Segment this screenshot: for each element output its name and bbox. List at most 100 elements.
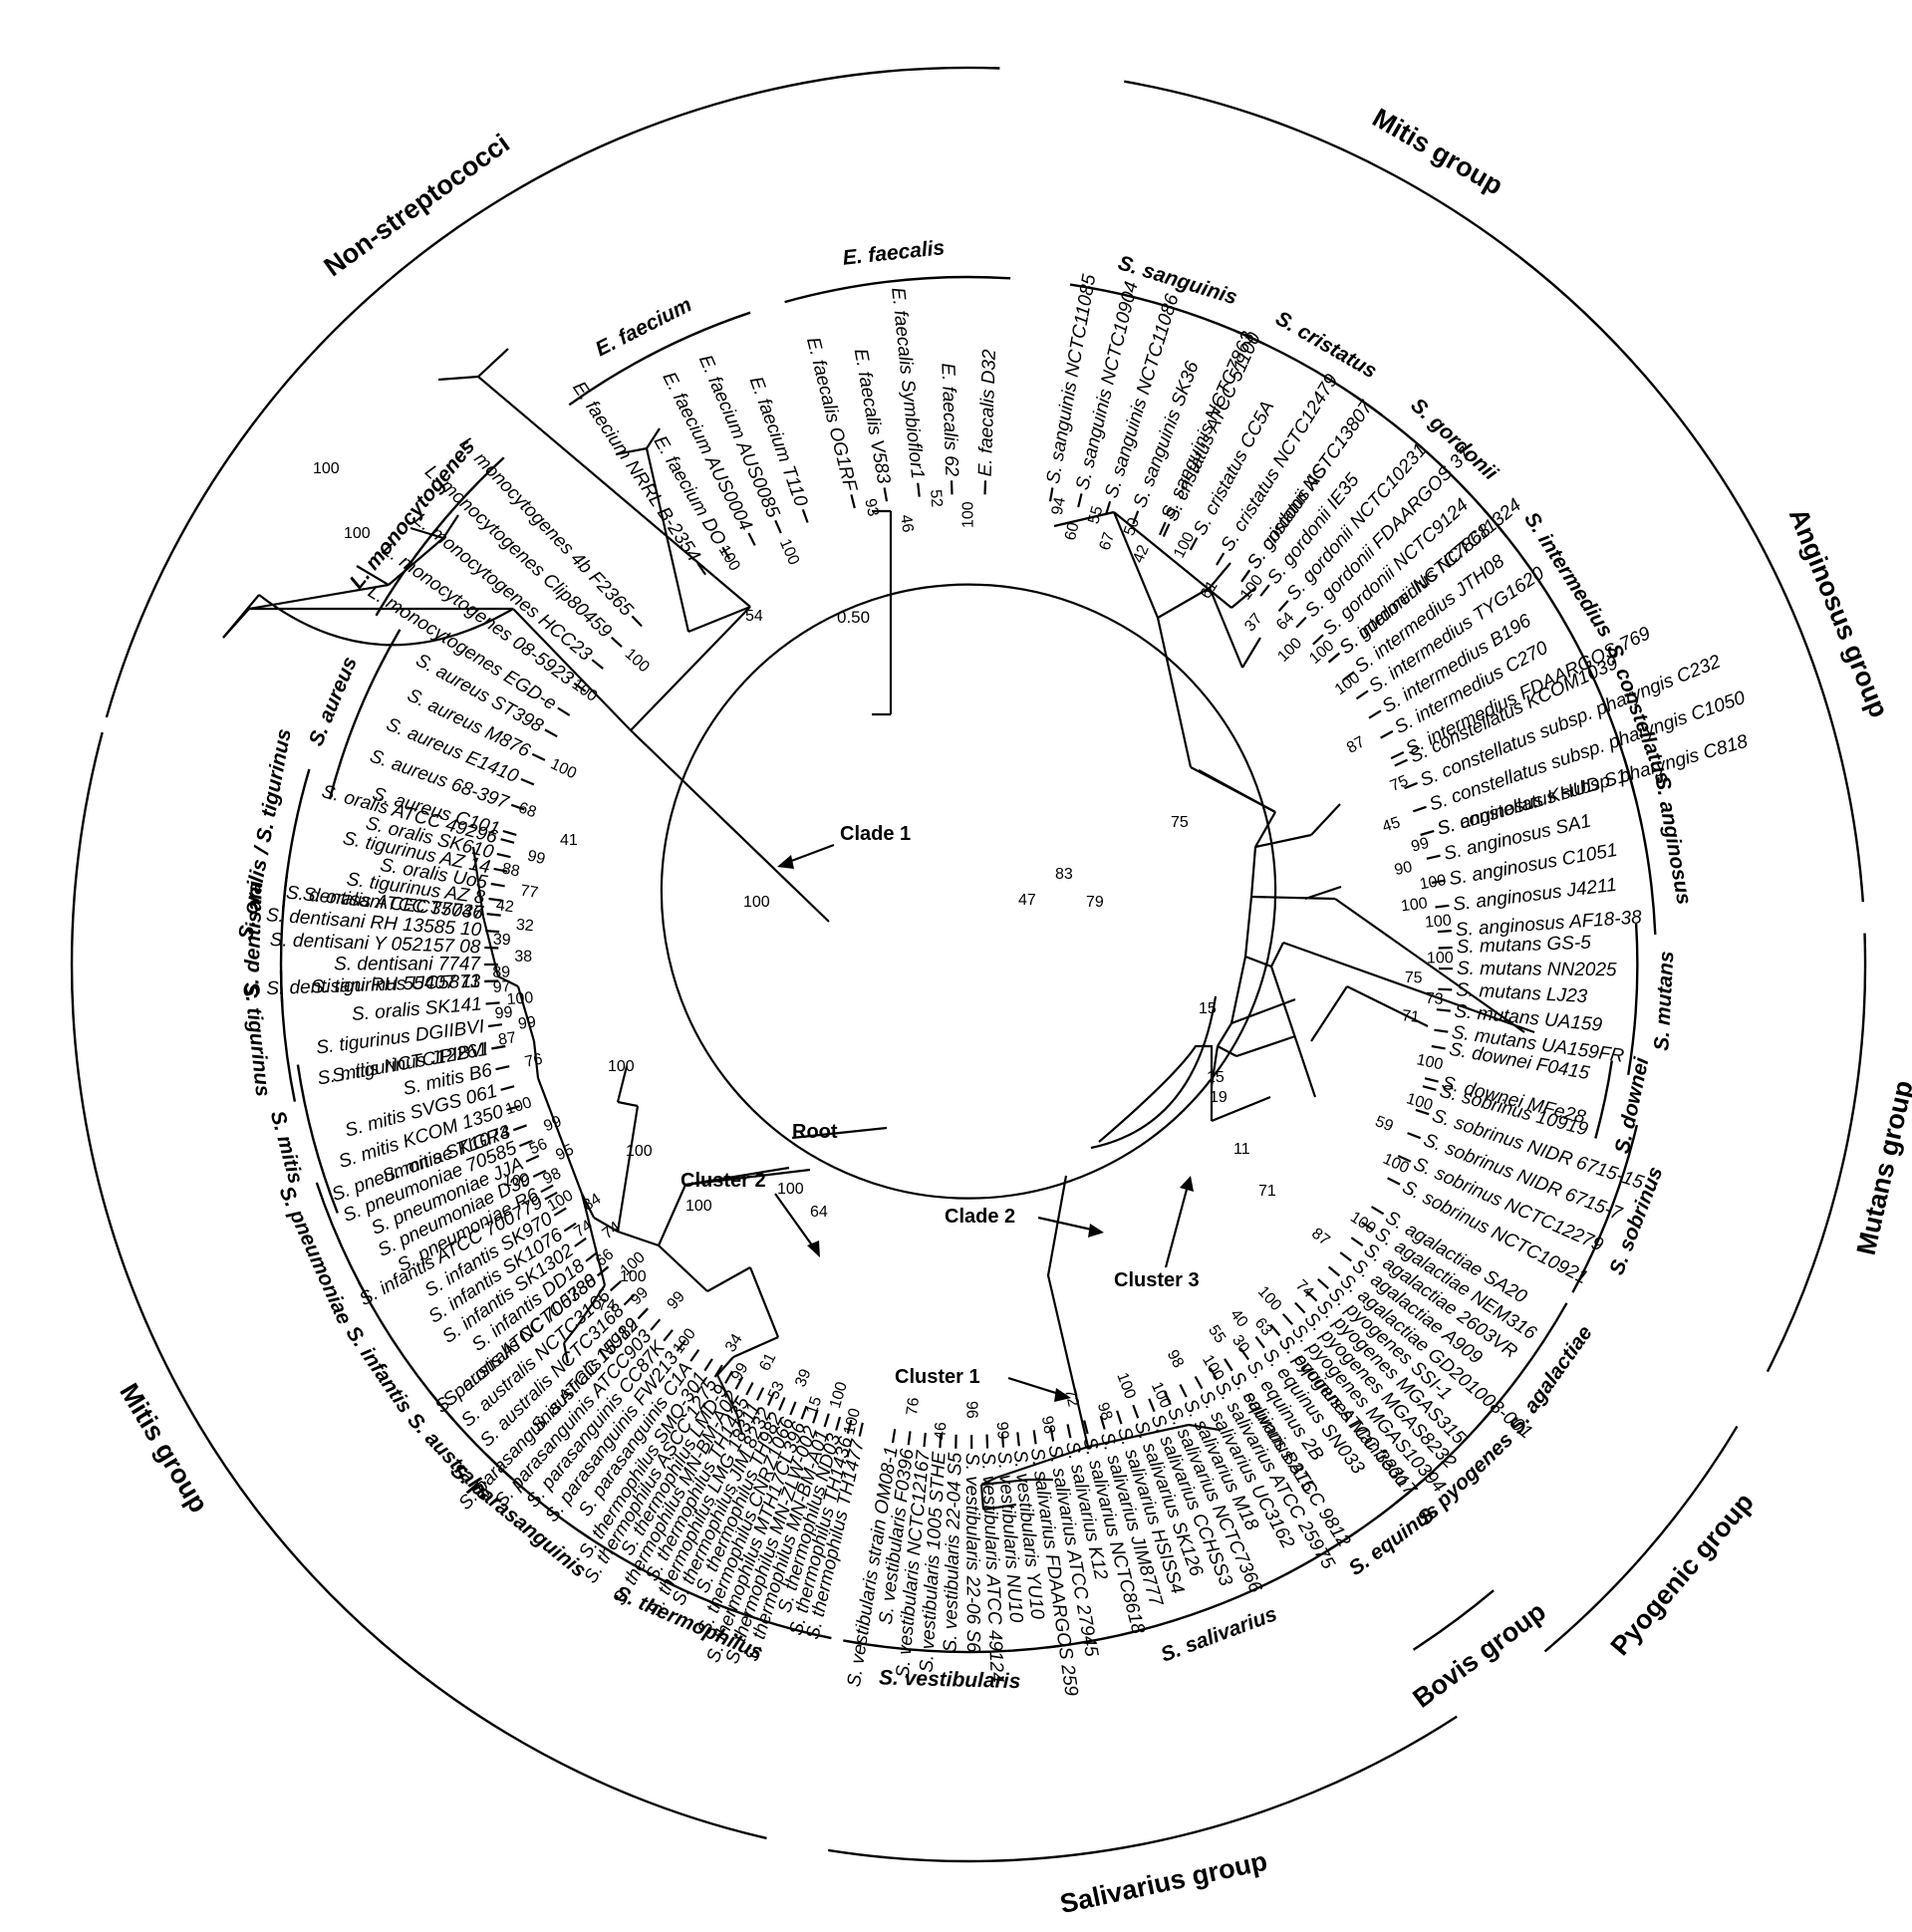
leaf-branch [493, 867, 508, 873]
internal-support-value: 100 [743, 894, 770, 911]
leaf-branch [484, 946, 499, 950]
clade-name-e-faecium: E. faecium [592, 293, 695, 361]
leaf-branch [1438, 946, 1453, 950]
internal-support-value: 100 [620, 1268, 647, 1285]
leaf-branch [1438, 987, 1453, 991]
leaf-branch [1016, 1432, 1020, 1447]
support-value: 38 [514, 949, 532, 966]
clade-arc [296, 1064, 339, 1214]
cluster3-label: Cluster 3 [1114, 1269, 1200, 1291]
clade-name-s-equinus: S. equinus [1345, 1499, 1444, 1580]
leaf-branch [1368, 709, 1382, 719]
support-value: 98 [1164, 1347, 1187, 1371]
leaf-branch [553, 1207, 567, 1217]
support-value: 63 [1251, 1315, 1275, 1340]
support-value: 84 [580, 1191, 604, 1215]
cluster3-arrowhead [1180, 1176, 1194, 1192]
leaf-branch [950, 480, 954, 495]
clade-arc [843, 1639, 1059, 1654]
group-name-mitis-group: Mitis group [114, 1378, 214, 1518]
leaf-branch [506, 1104, 521, 1112]
leaf-branch [502, 829, 517, 836]
leaf-branch [495, 1065, 510, 1071]
leaf-label: S. vestibularis 22-06 S6 [961, 1453, 983, 1653]
leaf-branch [1132, 1404, 1140, 1419]
leaf-branch [1434, 1028, 1449, 1033]
leaf-branch [1412, 805, 1427, 813]
leaf-branch [766, 1392, 775, 1406]
leaf-branch [1077, 493, 1083, 508]
leaf-branch [939, 1434, 943, 1449]
leaf-branch [1281, 1313, 1294, 1325]
support-value: 95 [553, 1141, 576, 1164]
leaf-branch [1000, 1433, 1005, 1448]
clade-name-e-faecalis: E. faecalis [842, 236, 947, 270]
leaf-branch [591, 659, 604, 670]
cluster2-arrow [774, 1193, 816, 1250]
support-value: 99 [993, 1421, 1011, 1440]
support-value: 100 [548, 755, 580, 782]
support-value: 76 [523, 1050, 544, 1070]
cluster2-arrowhead [807, 1241, 820, 1257]
leaf-branch [1420, 829, 1435, 836]
leaf-branch [985, 1434, 989, 1449]
leaf-branch [1048, 487, 1054, 502]
leaf-branch [500, 1085, 515, 1091]
leaf-branch [812, 1409, 819, 1424]
leaf-branch [1158, 521, 1167, 536]
support-value: 99 [494, 1004, 514, 1023]
group-name-salivarius-group: Salivarius group [1057, 1846, 1269, 1919]
leaf-branch [563, 1222, 577, 1233]
leaf-branch [1240, 569, 1251, 583]
support-value: 88 [500, 860, 521, 880]
leaf-branch [1312, 634, 1324, 646]
leaf-branch [1422, 1085, 1437, 1091]
leaf-branch [500, 838, 515, 844]
support-value: 100 [1400, 895, 1429, 915]
clade-arc [1594, 1060, 1613, 1139]
clade-name-s-infantis: S. infantis [341, 1322, 416, 1418]
leaf-branch [1387, 1177, 1401, 1186]
group-arc [828, 1715, 1458, 1863]
leaf-branch [835, 1416, 842, 1431]
leaf-branch [917, 482, 921, 497]
leaf-branch [490, 882, 505, 888]
support-value: 87 [497, 1029, 517, 1049]
leaf-branch [512, 1124, 527, 1132]
leaf-branch [1194, 1375, 1204, 1390]
internal-support-value: 100 [626, 1143, 653, 1160]
support-value: 32 [515, 917, 534, 935]
support-value: 40 [1227, 1306, 1250, 1331]
cluster1-arrow [1007, 1376, 1063, 1397]
support-value: 50 [1121, 515, 1143, 538]
leaf-branch [703, 1358, 713, 1372]
clade-name-s-mitis: S. mitis [266, 1108, 308, 1186]
leaf-branch [1404, 781, 1419, 790]
leaf-branch [1224, 1358, 1233, 1372]
support-value: 72 [1061, 1387, 1082, 1408]
annotations: Root Clade 1 Clade 2 Cluster 2 Cluster 3… [681, 823, 1200, 1402]
support-value: 68 [516, 799, 539, 821]
support-value: 99 [541, 1113, 564, 1135]
clade1-arrowhead [777, 855, 794, 869]
internal-support-value: 75 [1171, 814, 1189, 831]
leaf-branch [1342, 671, 1355, 682]
support-value: 99 [665, 1288, 689, 1313]
leaf-branch [623, 1294, 636, 1306]
leaf-branch [689, 1348, 700, 1362]
support-value: 100 [1254, 1283, 1285, 1314]
leaf-branch [696, 562, 707, 576]
group-name-anginosus-group: Anginosus group [1783, 504, 1895, 721]
support-value: 46 [932, 1422, 950, 1441]
support-value: 99 [628, 1284, 653, 1309]
leaf-branch [1148, 1398, 1156, 1413]
group-name-pyogenic-group: Pyogenic group [1605, 1487, 1760, 1661]
clade-arc [784, 275, 1011, 304]
leaf-branch [734, 1376, 744, 1390]
leaf-label: E. faecalis 62 [937, 363, 961, 477]
clade-arc [568, 311, 751, 407]
leaf-branch [774, 519, 782, 534]
leaf-branch [574, 1237, 587, 1247]
clade-name-s-aureus: S. aureus [305, 654, 362, 749]
